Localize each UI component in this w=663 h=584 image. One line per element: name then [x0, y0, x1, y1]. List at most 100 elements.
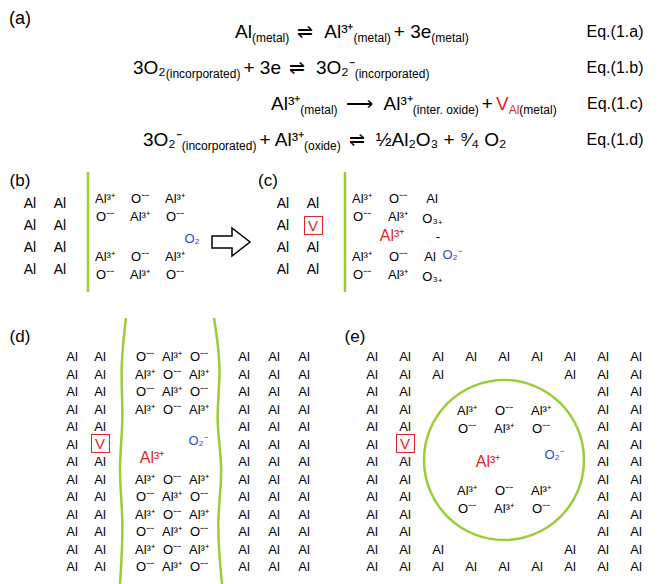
- equation-term: 3O₂⁻: [316, 57, 355, 78]
- ion-label: O⁻⁻: [190, 525, 208, 538]
- ion-label: Al³⁺: [476, 454, 501, 470]
- ion-label: O⁻⁻: [190, 490, 208, 503]
- metal-atom: Al: [66, 385, 78, 398]
- metal-atom: Al: [630, 525, 642, 538]
- interface-line: [214, 318, 222, 584]
- equation-term: ½Al₂O₃ + ⁹⁄₄ O₂: [376, 129, 507, 150]
- metal-atom: Al: [238, 455, 250, 468]
- ion-label: Al³⁺: [130, 210, 150, 223]
- ion-label: O⁻⁻: [131, 250, 149, 263]
- equation-term: ⇌: [297, 21, 313, 42]
- interface-line: [344, 172, 347, 292]
- metal-atom: Al: [298, 367, 310, 380]
- ion-label: Al³⁺: [135, 507, 155, 520]
- metal-atom: Al: [238, 350, 250, 363]
- ion-label: O⁻⁻: [131, 192, 149, 205]
- metal-atom: Al: [366, 437, 378, 450]
- ion-label: O⁻⁻: [458, 422, 476, 435]
- metal-atom: Al: [268, 455, 280, 468]
- metal-atom: Al: [498, 560, 510, 573]
- ion-label: O⁻⁻: [353, 268, 371, 281]
- ion-label: O⁻⁻: [163, 367, 181, 380]
- ion-label: O₂⁻: [442, 248, 461, 261]
- equation-term: V: [496, 93, 509, 114]
- equation-term: + 3e: [394, 21, 432, 42]
- ion-label: Al³⁺: [380, 228, 405, 244]
- metal-atom: Al: [597, 402, 609, 415]
- metal-atom: Al: [268, 385, 280, 398]
- vacancy-box: V: [304, 216, 323, 235]
- metal-atom: Al: [597, 420, 609, 433]
- metal-atom: Al: [630, 455, 642, 468]
- panel-letter: (b): [10, 172, 31, 189]
- metal-atom: Al: [238, 402, 250, 415]
- metal-atom: Al: [432, 560, 444, 573]
- ion-label: Al³⁺: [531, 484, 551, 497]
- ion-label: O⁻⁻: [389, 250, 407, 263]
- panel-letter: (a): [9, 9, 31, 27]
- interface-line: [87, 172, 90, 292]
- ion-label: O⁻⁻: [190, 560, 208, 573]
- metal-atom: Al: [268, 542, 280, 555]
- metal-atom: Al: [399, 367, 411, 380]
- metal-atom: Al: [238, 490, 250, 503]
- metal-atom: Al: [597, 472, 609, 485]
- ion-label: O₂: [184, 232, 199, 245]
- metal-atom: Al: [66, 490, 78, 503]
- equation: 3O₂⁻(incorporated)+ Al³⁺(oxide)⇌½Al₂O₃ +…: [140, 128, 506, 158]
- ion-label: O⁻⁻: [136, 525, 154, 538]
- metal-atom: Al: [597, 350, 609, 363]
- metal-atom: Al: [298, 525, 310, 538]
- metal-atom: Al: [366, 507, 378, 520]
- ion-label: O⁻⁻: [190, 385, 208, 398]
- metal-atom: Al: [366, 455, 378, 468]
- metal-atom: Al: [630, 402, 642, 415]
- metal-atom: Al: [399, 455, 411, 468]
- ion-label: O⁻⁻: [136, 560, 154, 573]
- metal-atom: Al: [564, 350, 576, 363]
- equation-number: Eq.(1.d): [587, 132, 644, 148]
- ion-label: O⁻⁻: [136, 385, 154, 398]
- metal-atom: Al: [630, 350, 642, 363]
- metal-atom: Al: [307, 262, 319, 276]
- metal-atom: Al: [399, 542, 411, 555]
- equation-term: ⇌: [289, 57, 305, 78]
- ion-label: Al³⁺: [494, 422, 514, 435]
- hollow-arrow: [212, 228, 250, 256]
- metal-atom: Al: [238, 560, 250, 573]
- ion-label: O⁻⁻: [532, 502, 550, 515]
- metal-atom: Al: [268, 437, 280, 450]
- ion-label: Al³⁺: [457, 484, 477, 497]
- metal-atom: Al: [298, 542, 310, 555]
- metal-atom: Al: [268, 420, 280, 433]
- equation-term: Al³⁺: [271, 93, 300, 114]
- metal-atom: Al: [277, 262, 289, 276]
- metal-atom: Al: [298, 385, 310, 398]
- metal-atom: Al: [298, 402, 310, 415]
- metal-atom: Al: [66, 560, 78, 573]
- metal-atom: Al: [564, 560, 576, 573]
- metal-atom: Al: [432, 367, 444, 380]
- metal-atom: Al: [66, 420, 78, 433]
- metal-atom: Al: [465, 350, 477, 363]
- ion-label: Al³⁺: [388, 210, 408, 223]
- metal-atom: Al: [268, 490, 280, 503]
- ion-label: Al³⁺: [189, 367, 209, 380]
- metal-atom: Al: [66, 350, 78, 363]
- equation-term: 3O₂⁻: [143, 129, 182, 150]
- metal-atom: Al: [399, 560, 411, 573]
- metal-atom: Al: [630, 472, 642, 485]
- metal-atom: Al: [399, 420, 411, 433]
- ion-label: Al³⁺: [165, 192, 185, 205]
- metal-atom: Al: [24, 218, 36, 232]
- metal-atom: Al: [597, 490, 609, 503]
- ion-label: O⁻⁻: [458, 502, 476, 515]
- metal-atom: Al: [366, 490, 378, 503]
- ion-label: O⁻⁻: [163, 402, 181, 415]
- metal-atom: Al: [66, 507, 78, 520]
- metal-atom: Al: [238, 385, 250, 398]
- metal-atom: Al: [66, 437, 78, 450]
- metal-atom: Al: [498, 350, 510, 363]
- equation: 3O₂(incorporated)+ 3e⇌3O₂⁻(incorporated): [130, 56, 429, 86]
- equation: Al³⁺(metal)⟶Al³⁺(inter. oxide)+VAl(metal…: [268, 92, 557, 122]
